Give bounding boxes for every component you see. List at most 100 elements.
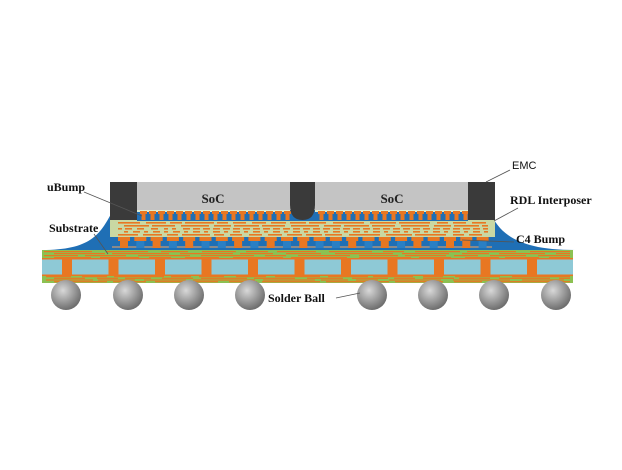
rdl-trace [164, 228, 168, 230]
substrate-trace [263, 279, 315, 281]
ubump [418, 214, 423, 220]
ubump-pad [408, 211, 415, 214]
ubump-pad [185, 211, 192, 214]
rdl-trace [413, 228, 420, 230]
rdl-trace [313, 228, 320, 230]
c4-pad [199, 237, 212, 241]
ubump-pad [221, 211, 228, 214]
substrate-trace [530, 251, 570, 253]
rdl-trace [137, 228, 144, 230]
rdl-interposer-label: RDL Interposer [510, 193, 592, 207]
ubump-pad [453, 211, 460, 214]
ubump [427, 214, 432, 220]
rdl-trace [152, 225, 175, 227]
rdl-trace [443, 228, 450, 230]
substrate-trace [44, 251, 92, 253]
substrate-trace [201, 277, 247, 279]
rdl-trace [444, 231, 448, 233]
ubump-pad [336, 211, 343, 214]
substrate-trace [286, 253, 321, 255]
substrate-trace [419, 257, 451, 259]
rdl-trace [434, 225, 451, 227]
substrate-trace [415, 251, 460, 253]
c4-pad [134, 237, 147, 241]
rdl-trace [293, 231, 300, 233]
solder-balls [51, 280, 571, 310]
c4-bump [168, 241, 177, 248]
substrate-trace [454, 281, 482, 283]
substrate-trace [298, 255, 350, 257]
rdl-trace [325, 234, 342, 236]
substrate-via [341, 258, 351, 276]
emc-left [110, 182, 137, 220]
rdl-trace [124, 231, 128, 233]
soc-die-left [137, 182, 290, 210]
substrate-trace [185, 257, 219, 259]
ubump [346, 214, 351, 220]
substrate-trace [262, 281, 320, 283]
substrate-via [155, 258, 165, 276]
rdl-trace [363, 228, 370, 230]
rdl-trace [253, 231, 260, 233]
rdl-trace [193, 228, 200, 230]
c4-pad [183, 237, 196, 241]
solder-ball [357, 280, 387, 310]
ubump [168, 214, 173, 220]
c4-pad [329, 237, 342, 241]
c4-leader [461, 239, 515, 243]
ubump-pad [381, 211, 388, 214]
c4-bump [364, 241, 373, 248]
substrate-trace [538, 255, 570, 257]
substrate-trace [42, 258, 573, 260]
c4-pad [460, 237, 473, 241]
substrate-trace [405, 255, 446, 257]
substrate-via [527, 258, 537, 276]
rdl-trace [214, 225, 231, 227]
rdl-trace [306, 234, 322, 236]
ubump [186, 214, 191, 220]
rdl-trace [453, 228, 460, 230]
rdl-trace [324, 231, 328, 233]
rdl-trace [344, 231, 348, 233]
substrate-trace [454, 255, 478, 257]
substrate-trace [171, 276, 191, 278]
substrate-trace [423, 277, 454, 279]
rdl-trace [370, 222, 396, 224]
substrate-trace [233, 257, 283, 259]
soc-die-right [315, 182, 468, 210]
rdl-trace [323, 228, 330, 230]
ubump [195, 214, 200, 220]
ubump [355, 214, 360, 220]
c4-bump-label: C4 Bump [516, 232, 565, 246]
solder-ball [235, 280, 265, 310]
ubump-pad [257, 211, 264, 214]
substrate-trace [193, 279, 255, 281]
substrate-via [248, 258, 258, 276]
substrate-trace [162, 277, 193, 279]
substrate-trace [54, 257, 91, 259]
c4-bump [429, 241, 438, 248]
rdl-trace [287, 234, 302, 236]
rdl-trace [153, 231, 160, 233]
rdl-trace [151, 228, 158, 230]
solder-ball [174, 280, 204, 310]
ubump-label: uBump [47, 180, 85, 194]
c4-bump [136, 241, 145, 248]
c4-pad [150, 237, 163, 241]
rdl-trace [472, 222, 486, 224]
c4-bump [266, 241, 275, 248]
ubump-pad [390, 211, 397, 214]
substrate-trace [389, 279, 441, 281]
rdl-trace [333, 222, 364, 224]
emc-middle [290, 182, 315, 220]
rdl-trace [364, 231, 368, 233]
rdl-trace [483, 228, 488, 230]
ubump [276, 214, 281, 220]
substrate-trace [307, 277, 343, 279]
substrate-trace [100, 257, 139, 259]
rdl-trace [230, 234, 242, 236]
substrate-trace [559, 277, 570, 279]
rdl-trace [252, 222, 266, 224]
rdl-trace [437, 222, 448, 224]
c4-bump [250, 241, 259, 248]
